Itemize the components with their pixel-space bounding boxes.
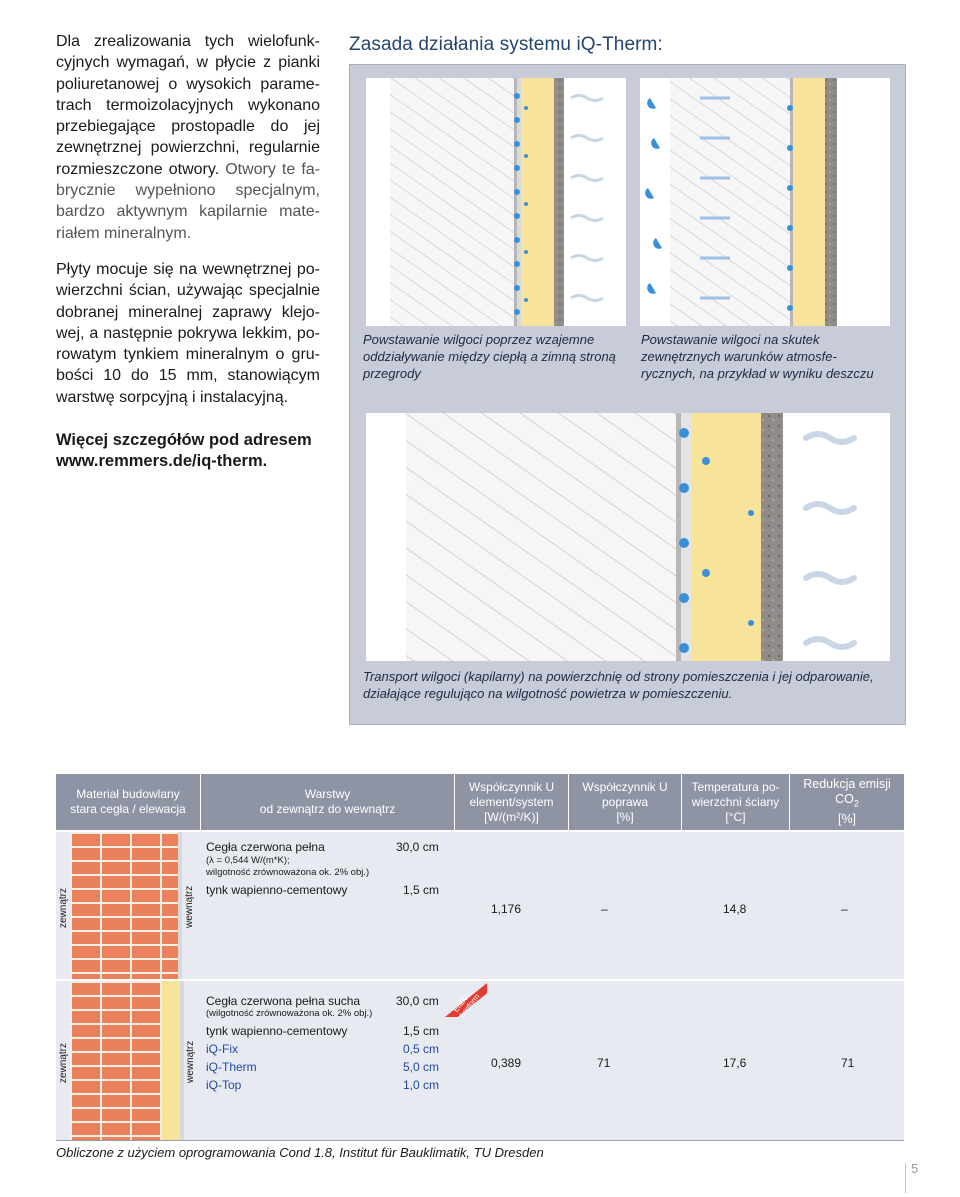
row2-layer1-value: 30,0 cm (396, 994, 439, 1008)
row1-layer1-name: Cegła czerwona pełna (206, 840, 325, 854)
page-number: 5 (911, 1161, 919, 1176)
row2-surface-temp: 17,6 (723, 1056, 747, 1070)
row1-layer1-value: 30,0 cm (396, 840, 439, 854)
page-number-rule (905, 1163, 906, 1193)
rain-diagram (640, 78, 890, 326)
insulation-strip (162, 981, 180, 1140)
row2-layer3-name: iQ-Fix (206, 1042, 238, 1056)
row1-layer2-value: 1,5 cm (403, 883, 440, 897)
row2-layer1-note: (wilgotność zrównoważona ok. 2% obj.) (206, 1008, 373, 1019)
more-info-line-1: Więcej szczegółów pod adresem (56, 431, 312, 449)
footnote: Obliczone z użyciem oprogramowania Cond … (56, 1145, 544, 1160)
evaporation-arrows (803, 431, 857, 650)
plaster-strip (178, 832, 182, 979)
header-surface-temp: Temperatura po-wierzchni ściany[°C] (682, 774, 790, 830)
footnote-rule (56, 1140, 904, 1141)
row2-layer5-value: 1,0 cm (403, 1078, 440, 1092)
label-inside-2: wewnątrz (185, 1040, 196, 1083)
rain-drops (645, 98, 793, 311)
row1-u-value: 1,176 (491, 902, 522, 916)
table-row-1 (56, 832, 904, 979)
row2-improvement: 71 (597, 1056, 611, 1070)
header-co2: Redukcja emisji CO2[%] (803, 777, 891, 826)
more-info: Więcej szczegółów pod adresem www.remmer… (56, 430, 336, 472)
row2-layer2-name: tynk wapienno-cementowy (206, 1024, 348, 1038)
caption-left: Powstawanie wilgoci poprzez wzajemne odd… (363, 332, 616, 381)
row1-layer1-note-2: wilgotność zrównoważona ok. 2% obj.) (206, 867, 370, 878)
row2-layer4-name: iQ-Therm (206, 1060, 257, 1074)
row2-u-value: 0,389 (491, 1056, 522, 1070)
plaster-strip-2 (180, 981, 184, 1140)
row2-layer1-name: Cegła czerwona pełna sucha (206, 994, 361, 1008)
row2-layer5-name: iQ-Top (206, 1078, 242, 1092)
row1-layer1-note-1: (λ = 0,544 W/(m*K); (206, 855, 290, 866)
caption-right: Powstawanie wilgoci na skutek zewnętrzny… (641, 332, 874, 381)
intro-paragraph-1-light: Otwory te fa-brycznie wypełniono specjal… (56, 160, 320, 242)
water-drops (514, 93, 528, 315)
rain-arrows (700, 96, 730, 300)
transport-diagram (366, 413, 890, 661)
row2-layer4-value: 5,0 cm (403, 1060, 440, 1074)
condensation-diagram (366, 78, 626, 326)
label-inside: wewnątrz (184, 885, 195, 928)
row1-improvement: – (601, 902, 608, 916)
row1-layer2-name: tynk wapienno-cementowy (206, 883, 348, 897)
intro-paragraph-2: Płyty mocuje się na wewnętrznej po-wierz… (56, 261, 320, 406)
figure-heading: Zasada działania systemu iQ-Therm: (349, 34, 663, 55)
brick-wall-image (70, 832, 178, 979)
table-row-2 (56, 981, 904, 1140)
row2-co2: 71 (841, 1056, 855, 1070)
brick-wall-image-2 (70, 981, 162, 1140)
intro-paragraph-1-dark: Dla zrealizowania tych wielofunk-cyjnych… (56, 33, 320, 178)
capillary-drops (679, 428, 754, 653)
label-outside: zewnątrz (58, 887, 69, 928)
label-outside-2: zewnątrz (58, 1042, 69, 1083)
row2-layer3-value: 0,5 cm (403, 1042, 440, 1056)
row1-co2: – (841, 902, 848, 916)
row2-layer2-value: 1,5 cm (403, 1024, 440, 1038)
caption-bottom: Transport wilgoci (kapilarny) na powierz… (363, 669, 874, 701)
row1-surface-temp: 14,8 (723, 902, 747, 916)
more-info-link[interactable]: www.remmers.de/iq-therm. (56, 452, 268, 470)
vapour-arrows (570, 94, 604, 302)
intro-paragraph-1: Dla zrealizowania tych wielofunk-cyjnych… (56, 31, 320, 244)
